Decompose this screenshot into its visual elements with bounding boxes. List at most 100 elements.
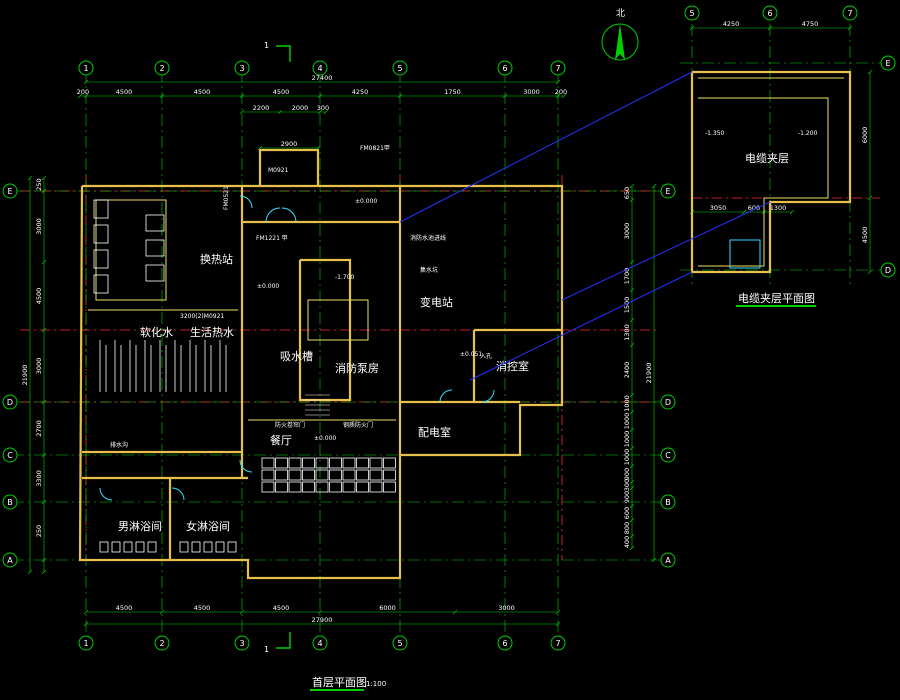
dim-bottom-seg-tick-0: [83, 609, 89, 615]
axis-bubble-left-E-ring: [2, 183, 18, 199]
shower-w-3: [215, 541, 225, 553]
table-0-6: [342, 457, 356, 469]
heat-pump-0: [145, 214, 165, 232]
axis-bubble-bottom-4-text: 4: [317, 639, 322, 648]
axis-bubble-top-1: 1: [78, 60, 94, 76]
dim-top-inner-tick-1: [277, 109, 283, 115]
dim-top-seg-label-6: 3000: [523, 88, 540, 96]
table-0-9: [383, 457, 396, 469]
dim-top-inner-tick-2: [317, 109, 323, 115]
axis-bubble-top-1-text: 1: [83, 64, 88, 73]
table-2-5: [329, 481, 342, 493]
door-swing-3: [239, 195, 253, 209]
axis-bubble-top-7: 7: [550, 60, 566, 76]
dim-right-seg-tick-15: [629, 533, 635, 539]
axis-bubble-right-B-ring: [660, 494, 676, 510]
stair: [305, 394, 330, 416]
main-title: 首层平面图: [312, 675, 367, 689]
axis-bubble-bottom-3-text: 3: [239, 639, 244, 648]
axis-bubble-left-C-text: C: [7, 451, 13, 460]
dim-left-seg-tick-2: [41, 259, 47, 265]
dim-right-seg-tick-6: [629, 392, 635, 398]
axis-bubble-top-4-ring: [312, 60, 328, 76]
door-label-fm1221: FM1221 甲: [256, 235, 288, 242]
dim-inset-right-label-1: 4500: [861, 227, 869, 244]
dim-top-seg-tick-1: [83, 93, 89, 99]
heat-unit-1: [93, 224, 109, 244]
north-arrow: 北: [601, 8, 639, 61]
dim-inset-top-tick-1: [767, 25, 773, 31]
axis-bubble-right-E: E: [660, 183, 676, 199]
doors: [99, 195, 495, 501]
elev-label-pump: ±0.000: [257, 283, 279, 290]
dim-right-seg-tick-4: [629, 317, 635, 323]
axis-bubble-top-4-text: 4: [317, 64, 322, 73]
dim-right-seg-tick-14: [629, 517, 635, 523]
dim-left-seg-tick-0: [41, 175, 47, 181]
axis-bubble-top-3-text: 3: [239, 64, 244, 73]
axis-bubble-left-D-ring: [2, 394, 18, 410]
door-label-entry: M0921: [268, 167, 289, 174]
axis-bubble-bottom-6: 6: [497, 635, 513, 651]
table-0-1: [275, 457, 288, 469]
pit-wall: [298, 258, 352, 402]
table-2-1: [275, 481, 288, 493]
dim-right-seg-tick-0: [629, 183, 635, 189]
dim-inset-top-label-0: 4250: [723, 20, 740, 28]
room-mens-bath: 男淋浴间: [118, 520, 162, 533]
dim-left-seg-label-2: 4500: [35, 288, 43, 305]
dim-top-inner-tick-0: [239, 109, 245, 115]
axis-bubble-top-6-ring: [497, 60, 513, 76]
inset-bubble-6-ring: [762, 5, 778, 21]
dim-top-door-label-0: 2900: [281, 140, 298, 148]
axis-bubble-bottom-6-ring: [497, 635, 513, 651]
dim-top-door-tick-0: [257, 145, 263, 151]
axis-bubble-bottom-7-ring: [550, 635, 566, 651]
inset-bubble-5-text: 5: [689, 9, 694, 18]
dim-left-overall-label-0: 21900: [21, 365, 29, 386]
dim-right-seg-tick-9: [629, 445, 635, 451]
room-hot-water: 生活热水: [190, 325, 234, 339]
dim-inset-right-tick-1: [867, 195, 873, 201]
section-mark-bottom: [276, 632, 291, 649]
inset-outer-wall: [690, 70, 852, 274]
dim-right-seg-label-10: 900: [623, 468, 631, 480]
axis-bubble-bottom-1: 1: [78, 635, 94, 651]
room-power: 配电室: [418, 425, 451, 439]
inset-bubble-6-text: 6: [767, 9, 772, 18]
dim-left-seg-label-1: 3000: [35, 218, 43, 235]
axis-bubble-bottom-5-ring: [392, 635, 408, 651]
shower-w-4: [227, 541, 237, 553]
axis-bubble-right-C-text: C: [665, 451, 671, 460]
dim-bottom-overall-label-0: 27900: [312, 616, 333, 624]
room-canteen: 餐厅: [270, 433, 292, 447]
table-2-4: [315, 481, 329, 493]
axis-bubble-right-C: C: [660, 447, 676, 463]
inset-bubble-row-E: E: [880, 55, 896, 71]
dim-inset-small-label-1: 600: [748, 204, 760, 212]
dim-inset-top-label-1: 4750: [802, 20, 819, 28]
dim-right-seg-label-3: 1500: [623, 297, 631, 314]
dim-right-seg-label-9: 1000: [623, 449, 631, 466]
dim-top-seg-tick-5: [397, 93, 403, 99]
dim-left-seg-label-0: 250: [35, 178, 43, 190]
door-swing-2: [281, 207, 297, 223]
axis-bubble-bottom-5: 5: [392, 635, 408, 651]
axis-bubble-bottom-2-text: 2: [159, 639, 164, 648]
dim-top-inner-tick-3: [323, 109, 329, 115]
table-0-7: [356, 457, 369, 469]
dim-right-seg-tick-5: [629, 342, 635, 348]
axis-bubble-left-D-text: D: [7, 398, 13, 407]
inset-bubble-5: 5: [684, 5, 700, 21]
heat-pump-2: [145, 264, 165, 282]
dim-bottom-seg-tick-2: [239, 609, 245, 615]
door-swing-7: [171, 487, 185, 501]
dim-right-seg-tick-16: [629, 545, 635, 551]
dim-left-seg-label-4: 2700: [35, 420, 43, 437]
dim-right-seg-tick-7: [629, 409, 635, 415]
heat-pump-1: [145, 239, 165, 257]
axis-bubble-top-4: 4: [312, 60, 328, 76]
elev-label-control: ±0.051: [460, 351, 482, 358]
axis-bubble-top-5-ring: [392, 60, 408, 76]
